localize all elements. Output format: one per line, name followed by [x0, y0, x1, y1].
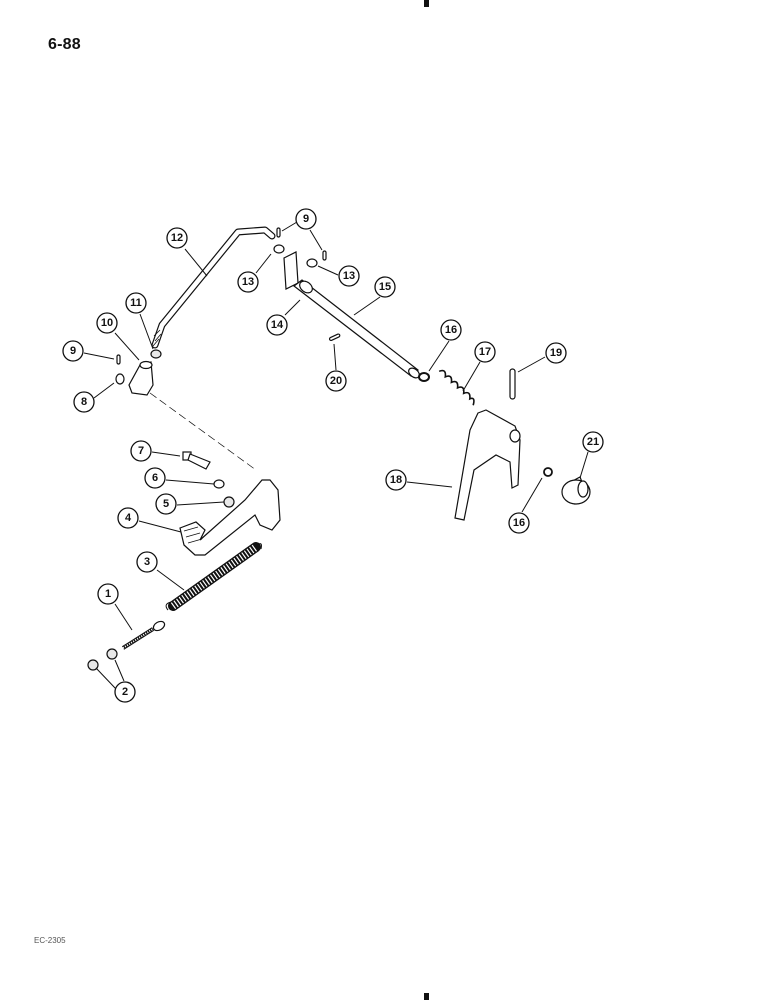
callout-20: 20 — [325, 370, 347, 392]
svg-text:13: 13 — [242, 276, 254, 288]
svg-text:17: 17 — [479, 346, 491, 358]
part-14-bracket — [283, 251, 299, 290]
callout-19: 19 — [545, 342, 567, 364]
part-11-nut — [150, 349, 162, 359]
svg-text:9: 9 — [303, 213, 309, 225]
part-16-ring-upper — [418, 372, 430, 382]
callout-21: 21 — [582, 431, 604, 453]
callout-13-left: 13 — [237, 271, 259, 293]
part-5-nut — [223, 496, 235, 508]
callout-1: 1 — [97, 583, 119, 605]
part-7-bolt — [182, 451, 211, 470]
figure-reference-code: EC-2305 — [34, 936, 66, 945]
part-1-eye-bolt — [121, 620, 166, 650]
part-12-rod — [151, 226, 276, 349]
callout-16-upper: 16 — [440, 319, 462, 341]
callout-2: 2 — [114, 681, 136, 703]
part-9-pins-top — [276, 227, 327, 261]
part-9-pin-left — [116, 354, 121, 365]
svg-text:16: 16 — [513, 517, 525, 529]
svg-text:16: 16 — [445, 324, 457, 336]
part-21-roller — [561, 476, 591, 505]
part-6-screw — [213, 479, 225, 489]
part-13-washers — [273, 244, 318, 268]
callout-11: 11 — [125, 292, 147, 314]
part-15-shaft — [293, 279, 420, 379]
part-10-pivot — [128, 360, 154, 396]
registration-mark-top — [424, 0, 429, 7]
svg-text:9: 9 — [70, 345, 76, 357]
part-16-ring-lower — [543, 467, 553, 477]
part-19-pin — [509, 368, 516, 400]
callout-18: 18 — [385, 469, 407, 491]
callout-17: 17 — [474, 341, 496, 363]
svg-text:11: 11 — [130, 297, 142, 309]
callout-16-lower: 16 — [508, 512, 530, 534]
callout-9-left: 9 — [62, 340, 84, 362]
svg-text:3: 3 — [144, 556, 150, 568]
svg-text:4: 4 — [125, 512, 132, 524]
svg-text:5: 5 — [163, 498, 169, 510]
part-20-pin — [328, 333, 341, 342]
callout-9-top: 9 — [295, 208, 317, 230]
svg-text:10: 10 — [101, 317, 113, 329]
svg-text:6: 6 — [152, 472, 158, 484]
svg-text:2: 2 — [122, 686, 128, 698]
callout-4: 4 — [117, 507, 139, 529]
callout-15: 15 — [374, 276, 396, 298]
part-17-spring — [438, 369, 475, 406]
svg-text:19: 19 — [550, 347, 562, 359]
svg-text:7: 7 — [138, 445, 144, 457]
svg-text:8: 8 — [81, 396, 87, 408]
part-4-pedal-lever — [179, 479, 281, 556]
callout-6: 6 — [144, 467, 166, 489]
svg-text:18: 18 — [390, 474, 402, 486]
callout-3: 3 — [136, 551, 158, 573]
svg-text:21: 21 — [587, 436, 599, 448]
page-number: 6-88 — [48, 36, 81, 53]
svg-text:13: 13 — [343, 270, 355, 282]
callout-7: 7 — [130, 440, 152, 462]
part-3-spring — [165, 542, 262, 611]
svg-text:12: 12 — [171, 232, 183, 244]
assembly-centerline — [149, 392, 257, 471]
svg-text:20: 20 — [330, 375, 342, 387]
registration-mark-bottom — [424, 993, 429, 1000]
part-8-washer — [115, 373, 125, 385]
callout-12: 12 — [166, 227, 188, 249]
part-2-nuts — [87, 648, 118, 671]
callout-14: 14 — [266, 314, 288, 336]
svg-text:14: 14 — [271, 319, 284, 331]
part-18-shift-fork — [454, 409, 521, 521]
callout-10: 10 — [96, 312, 118, 334]
svg-text:1: 1 — [105, 588, 111, 600]
callout-8: 8 — [73, 391, 95, 413]
svg-text:15: 15 — [379, 281, 391, 293]
leader-lines — [83, 221, 589, 690]
callout-5: 5 — [155, 493, 177, 515]
callout-13-right: 13 — [338, 265, 360, 287]
